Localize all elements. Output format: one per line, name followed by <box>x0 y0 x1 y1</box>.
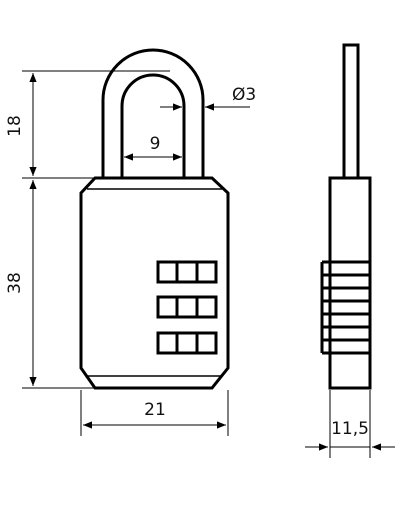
side-view <box>320 43 372 390</box>
front-view <box>79 48 230 390</box>
dim-label-11-5: 11,5 <box>331 419 369 439</box>
combination-dials <box>156 260 218 355</box>
dim-body-height: 38 <box>5 180 37 386</box>
dial-row-1 <box>156 260 218 284</box>
dim-body-thickness: 11,5 <box>305 390 395 458</box>
side-body <box>328 176 372 390</box>
dim-label-diameter: Ø3 <box>232 85 256 105</box>
dim-label-38: 38 <box>5 272 25 294</box>
dim-shackle-diameter: Ø3 <box>160 85 256 111</box>
lock-body <box>79 176 230 390</box>
dim-label-9: 9 <box>150 134 161 154</box>
dim-label-21: 21 <box>144 400 166 420</box>
dim-shackle-height: 18 <box>5 73 37 176</box>
shackle-outer <box>101 48 205 182</box>
dial-row-2 <box>156 295 218 319</box>
dial-row-3 <box>156 331 218 355</box>
dim-label-18: 18 <box>5 115 25 137</box>
dim-shackle-inner-width: 9 <box>124 134 182 161</box>
dim-body-width: 21 <box>80 390 229 436</box>
side-dial-ridges <box>320 260 370 355</box>
shackle-inner <box>120 73 186 182</box>
side-shackle <box>342 43 360 180</box>
